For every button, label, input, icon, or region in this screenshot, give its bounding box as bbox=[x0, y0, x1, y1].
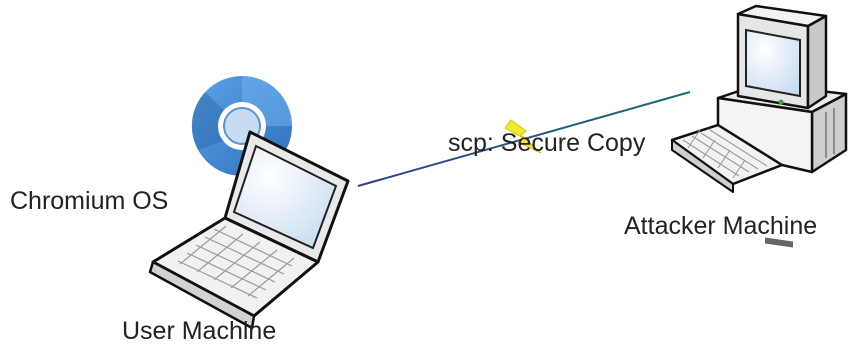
laptop-icon bbox=[148, 130, 350, 330]
connection-label: scp: Secure Copy bbox=[448, 129, 646, 157]
user-machine-label: User Machine bbox=[122, 317, 277, 345]
desktop-computer-icon bbox=[670, 4, 848, 248]
lightning-bolt-icon bbox=[504, 119, 542, 154]
attacker-machine-label: Attacker Machine bbox=[624, 212, 818, 240]
os-label: Chromium OS bbox=[10, 187, 169, 215]
